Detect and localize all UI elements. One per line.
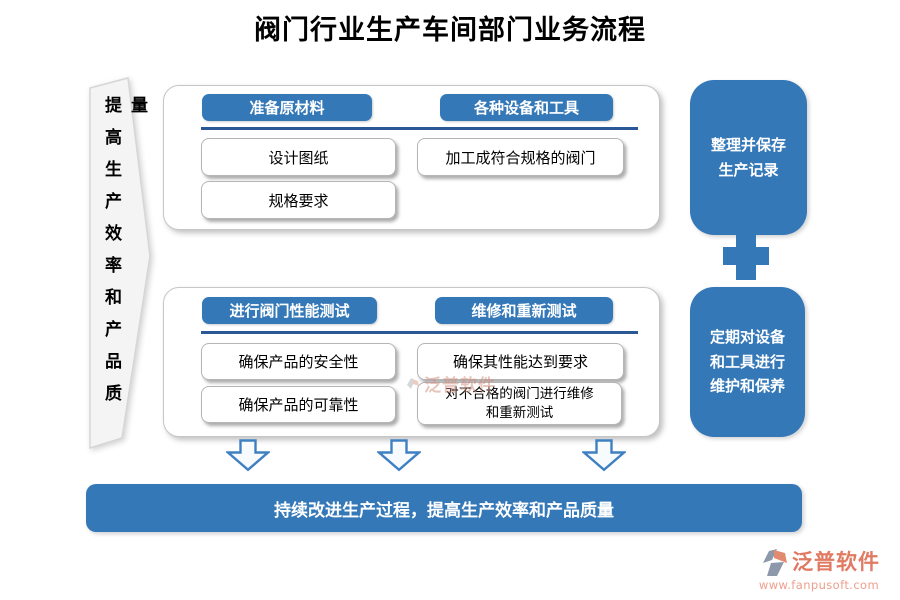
process-item: 加工成符合规格的阀门 (417, 138, 624, 176)
process-item: 确保产品的可靠性 (201, 386, 396, 423)
plus-connector-icon (723, 232, 769, 280)
column-header: 进行阀门性能测试 (202, 297, 377, 324)
bottom-banner: 持续改进生产过程，提高生产效率和产品质量 (86, 484, 802, 532)
process-item: 确保产品的安全性 (201, 343, 396, 380)
process-item: 设计图纸 (201, 138, 396, 176)
separator-line (201, 127, 638, 130)
page-title: 阀门行业生产车间部门业务流程 (254, 15, 646, 46)
group-box-preparation: 准备原材料 各种设备和工具 设计图纸 加工成符合规格的阀门 规格要求 (163, 85, 660, 230)
fanpu-logo: 泛普软件 www.fanpusoft.com (746, 547, 892, 592)
down-arrow-icon (582, 439, 626, 472)
process-item: 对不合格的阀门进行维修和重新测试 (417, 382, 622, 425)
side-box-save-records: 整理并保存生产记录 (690, 80, 807, 235)
side-box-maintenance: 定期对设备和工具进行维护和保养 (690, 287, 805, 437)
fanpu-logo-url: www.fanpusoft.com (758, 578, 880, 592)
separator-line (201, 331, 638, 334)
down-arrow-icon (377, 439, 421, 472)
column-header: 准备原材料 (202, 94, 372, 121)
process-item: 规格要求 (201, 181, 396, 219)
fanpu-logo-icon (763, 549, 787, 576)
process-item: 确保其性能达到要求 (417, 343, 624, 380)
down-arrow-icon (226, 439, 270, 472)
fanpu-logo-name: 泛普软件 (792, 550, 880, 574)
group-box-testing: 进行阀门性能测试 维修和重新测试 确保产品的安全性 确保其性能达到要求 确保产品… (163, 287, 660, 437)
column-header: 各种设备和工具 (440, 94, 613, 121)
left-banner: 提高生产效率和产品质量 (84, 74, 154, 456)
column-header: 维修和重新测试 (435, 297, 613, 324)
left-banner-text: 提高生产效率和产品质量 (101, 96, 147, 416)
pentagon-shape-icon (89, 77, 151, 450)
